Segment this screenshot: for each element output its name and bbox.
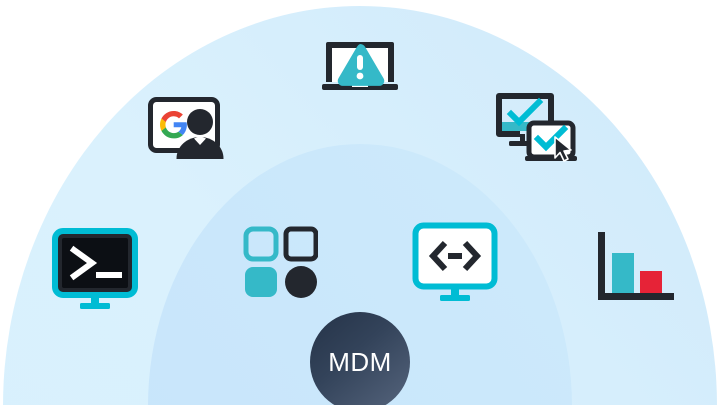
monitor-stand-base bbox=[509, 141, 529, 146]
monitor-outline bbox=[496, 93, 554, 137]
terminal-cursor-underscore bbox=[96, 272, 122, 278]
mdm-center-label: MDM bbox=[328, 346, 392, 377]
inner-arc-shape bbox=[148, 144, 572, 405]
app-shape-teal-filled-square bbox=[245, 267, 277, 297]
person-collar bbox=[194, 136, 206, 145]
google-g-red bbox=[161, 111, 183, 123]
chart-y-axis bbox=[598, 232, 605, 300]
app-shapes-icon bbox=[242, 225, 319, 299]
warning-exclamation-dot bbox=[356, 72, 364, 80]
app-shape-teal-outline-square bbox=[243, 226, 279, 262]
mdm-center-node[interactable]: MDM bbox=[310, 312, 410, 405]
code-stand-neck bbox=[451, 286, 459, 296]
google-g-yellow bbox=[160, 118, 166, 131]
app-shape-dark-filled-circle bbox=[285, 266, 317, 298]
device-compliance-check-icon bbox=[494, 90, 578, 166]
monitor-stand-neck bbox=[520, 134, 525, 143]
code-monitor-icon bbox=[412, 222, 498, 304]
person-head bbox=[187, 109, 213, 135]
google-g-icon bbox=[160, 111, 187, 139]
terminal-stand-neck bbox=[91, 294, 99, 304]
laptop-base bbox=[525, 156, 577, 161]
chart-bar-2 bbox=[640, 271, 662, 293]
bar-chart-icon bbox=[592, 232, 676, 304]
code-left-angle bbox=[428, 240, 448, 272]
chart-x-axis bbox=[598, 293, 674, 300]
warning-exclamation-bar bbox=[357, 55, 363, 70]
code-stand-base bbox=[440, 295, 470, 301]
terminal-stand-base bbox=[80, 303, 110, 309]
google-g-green bbox=[161, 127, 183, 139]
monitor-bottom-band bbox=[502, 122, 530, 131]
code-middle-dash bbox=[448, 253, 462, 259]
laptop-checkmark bbox=[533, 124, 569, 152]
monitor-checkmark bbox=[506, 97, 544, 127]
google-g-blue bbox=[173, 122, 187, 135]
code-right-angle bbox=[462, 240, 482, 272]
cursor-arrow-icon bbox=[554, 136, 572, 162]
laptop-warning-icon bbox=[322, 38, 398, 96]
terminal-prompt-caret bbox=[69, 245, 98, 281]
chart-bar-1 bbox=[612, 253, 634, 293]
laptop-screen-outline bbox=[326, 42, 394, 82]
google-user-account-icon bbox=[148, 97, 226, 159]
person-shoulders bbox=[176, 137, 224, 159]
app-shape-dark-outline-square bbox=[283, 226, 319, 262]
terminal-monitor-icon bbox=[52, 228, 138, 312]
